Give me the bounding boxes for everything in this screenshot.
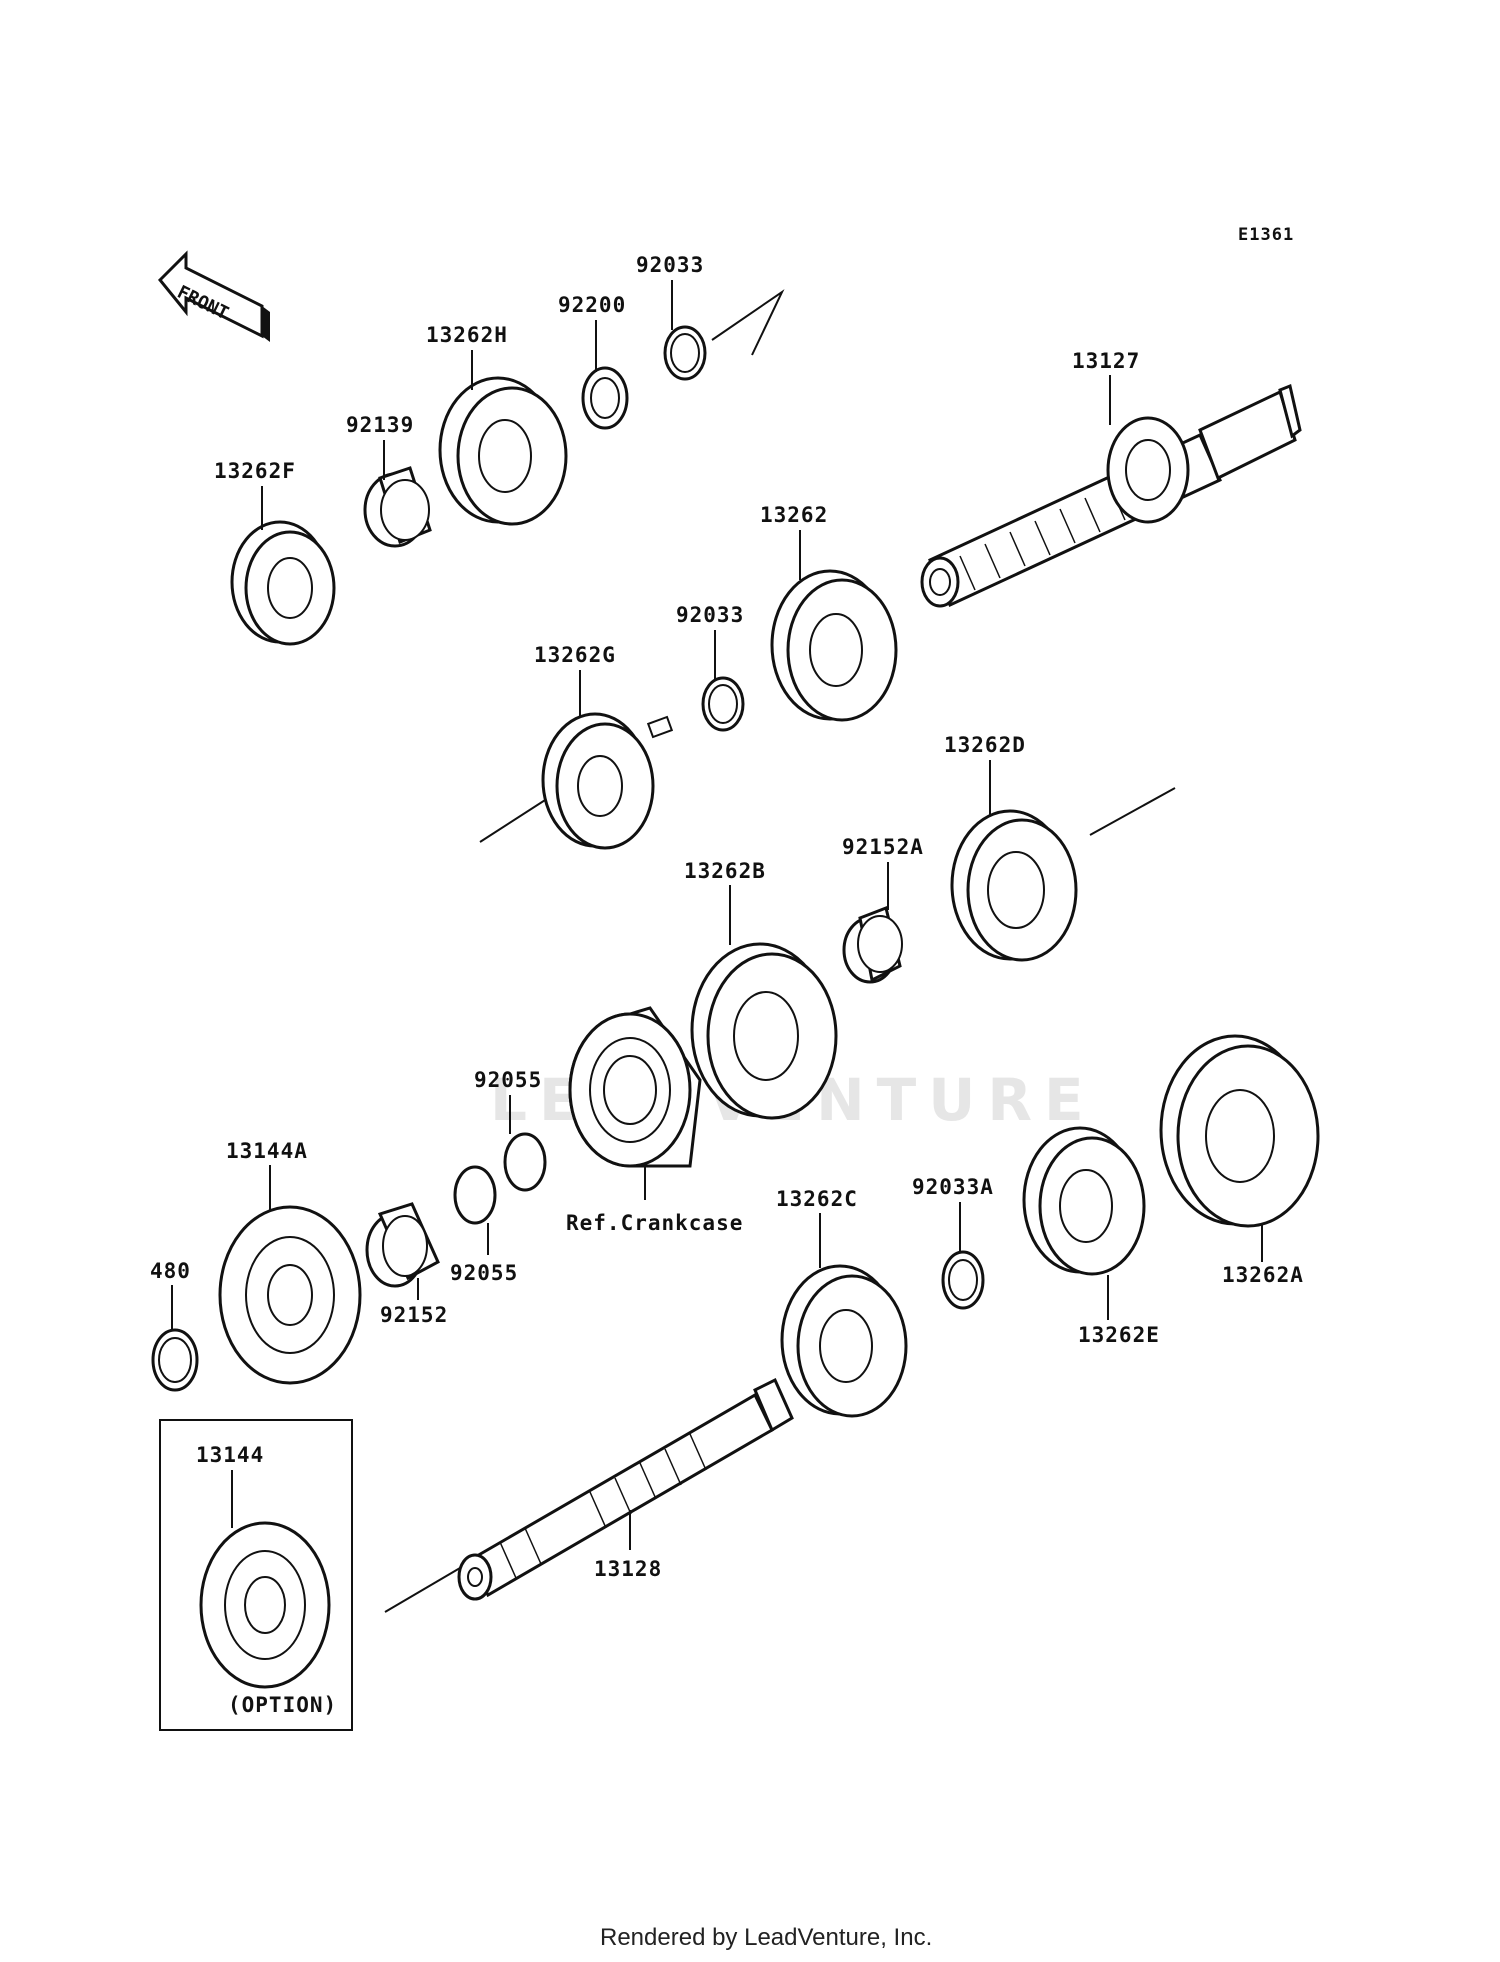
part-labels: 92033 92200 13262H 92139 13262F 13127 13… — [150, 253, 1304, 1581]
gear-13262G[interactable] — [541, 712, 674, 850]
part-label[interactable]: 92139 — [346, 413, 414, 437]
gear-13262F[interactable] — [230, 520, 336, 646]
part-label[interactable]: 92200 — [558, 293, 626, 317]
part-label[interactable]: 92055 — [450, 1261, 518, 1285]
gear-13262H[interactable] — [438, 376, 568, 526]
part-label[interactable]: 13262A — [1222, 1263, 1304, 1287]
gear-13262B[interactable] — [690, 942, 838, 1120]
drive-shaft-13128[interactable] — [457, 1377, 794, 1601]
gear-13262A[interactable] — [1159, 1034, 1320, 1228]
part-label[interactable]: 13128 — [594, 1557, 662, 1581]
sprocket-13144A[interactable] — [218, 1205, 362, 1385]
circlip-92033-top[interactable] — [663, 325, 707, 381]
circlip-92033-mid[interactable] — [701, 676, 745, 732]
option-box: 13144 (OPTION) — [159, 1419, 353, 1731]
part-label[interactable]: 13262B — [684, 859, 766, 883]
gear-13262D[interactable] — [950, 809, 1078, 962]
front-arrow-icon: FRONT — [157, 250, 270, 342]
part-label[interactable]: 92152 — [380, 1303, 448, 1327]
part-label[interactable]: 13262G — [534, 643, 616, 667]
part-label[interactable]: 92033 — [676, 603, 744, 627]
bearing-crankcase[interactable] — [568, 1006, 702, 1168]
washer-92200[interactable] — [581, 366, 629, 430]
part-label[interactable]: 92033 — [636, 253, 704, 277]
collar-92152[interactable] — [365, 1202, 440, 1288]
part-label[interactable]: 480 — [150, 1259, 191, 1283]
part-label[interactable]: 13262F — [214, 459, 296, 483]
part-label[interactable]: 13262C — [776, 1187, 858, 1211]
part-label[interactable]: 13262D — [944, 733, 1026, 757]
gear-13262C[interactable] — [780, 1264, 908, 1418]
part-label[interactable]: 13127 — [1072, 349, 1140, 373]
part-label[interactable]: 92055 — [474, 1068, 542, 1092]
sprocket-13144[interactable] — [199, 1521, 331, 1689]
leader-lines — [171, 280, 1263, 1550]
circlip-480[interactable] — [151, 1328, 199, 1392]
part-label[interactable]: 13144A — [226, 1139, 308, 1163]
ref-crankcase-label: Ref.Crankcase — [566, 1211, 743, 1235]
part-label[interactable]: 13262E — [1078, 1323, 1160, 1347]
diagram-code: E1361 — [1238, 225, 1294, 245]
oring-92055-bot[interactable] — [453, 1165, 497, 1225]
collar-92152A[interactable] — [842, 905, 903, 984]
footer-credit: Rendered by LeadVenture, Inc. — [600, 1924, 932, 1951]
oring-92055-top[interactable] — [503, 1132, 547, 1192]
option-part-number: 13144 — [196, 1443, 264, 1467]
circlip-92033A[interactable] — [941, 1250, 985, 1310]
bearing-92139[interactable] — [363, 466, 432, 548]
gear-13262E[interactable] — [1022, 1126, 1146, 1276]
part-label[interactable]: 13262 — [760, 503, 828, 527]
main-shaft-13127[interactable] — [920, 383, 1302, 608]
part-label[interactable]: 92033A — [912, 1175, 994, 1199]
gear-13262[interactable] — [770, 569, 898, 722]
part-label[interactable]: 92152A — [842, 835, 924, 859]
part-label[interactable]: 13262H — [426, 323, 508, 347]
option-label: (OPTION) — [228, 1693, 337, 1717]
